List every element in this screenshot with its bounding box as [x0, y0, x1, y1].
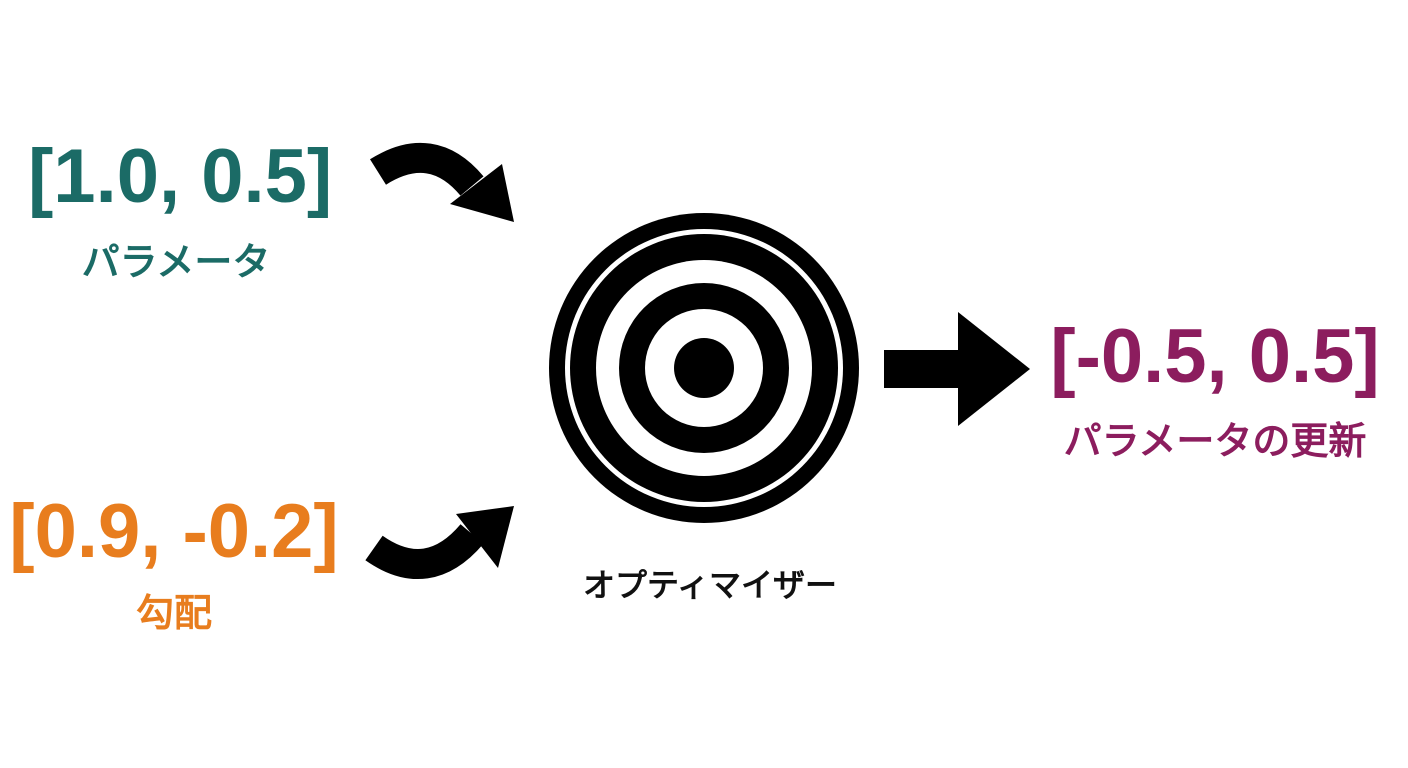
curved-arrow-bottom-icon — [365, 506, 514, 580]
gradient-label: 勾配 — [135, 591, 212, 635]
update-label: パラメータの更新 — [1063, 419, 1367, 463]
curved-arrow-top-icon — [370, 143, 514, 222]
right-arrow-icon — [884, 312, 1030, 426]
target-icon — [549, 213, 859, 523]
parameters-label: パラメータ — [81, 240, 271, 284]
parameters-value: [1.0, 0.5] — [28, 134, 333, 219]
optimizer-label: オプティマイザー — [582, 566, 838, 604]
update-value: [-0.5, 0.5] — [1050, 314, 1380, 399]
gradient-value: [0.9, -0.2] — [9, 489, 339, 574]
